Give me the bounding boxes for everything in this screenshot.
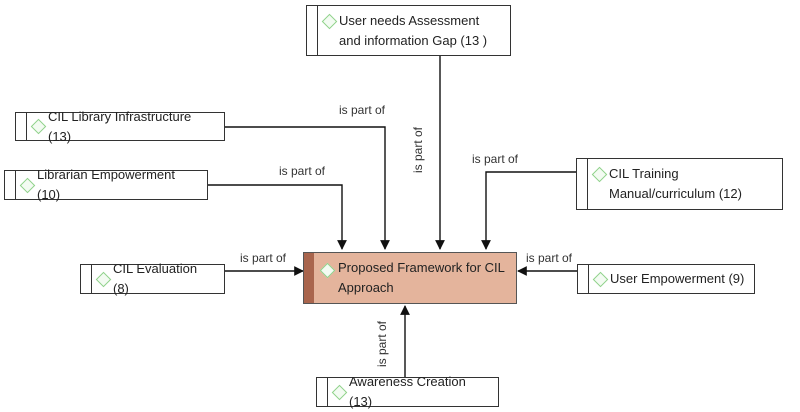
edge-label-infrastructure: is part of (339, 103, 386, 117)
edge-label-awareness: is part of (375, 320, 390, 368)
code-diamond-icon (321, 13, 338, 30)
edge-label-training: is part of (472, 152, 519, 166)
edge-training (481, 171, 576, 250)
node-cil-library-infrastructure[interactable]: CIL Library Infrastructure (13) (15, 109, 225, 144)
edge-librarian (208, 184, 347, 250)
code-diamond-icon (591, 166, 608, 183)
node-label: User Empowerment (9) (610, 271, 745, 286)
node-label: CIL Library Infrastructure (13) (48, 108, 192, 144)
node-cil-evaluation[interactable]: CIL Evaluation (8) (80, 261, 225, 296)
node-label: Librarian Empowerment (10) (37, 167, 176, 202)
code-diamond-icon (95, 271, 112, 288)
node-label: CIL Evaluation (8) (113, 261, 198, 296)
edge-label-assessment: is part of (411, 126, 426, 174)
edge-label-evaluation: is part of (240, 251, 287, 265)
code-diamond-icon (331, 384, 348, 401)
node-user-empowerment[interactable]: User Empowerment (9) (577, 264, 755, 294)
node-cil-training-manual[interactable]: CIL Training Manual/curriculum (12) (576, 158, 783, 210)
node-awareness-creation[interactable]: Awareness Creation (13) (316, 374, 499, 409)
code-diamond-icon (19, 177, 36, 194)
node-label: Awareness Creation (13) (349, 374, 466, 409)
node-label: User needs Assessment and information Ga… (339, 12, 488, 48)
code-diamond-icon (30, 118, 47, 135)
edge-label-user: is part of (526, 251, 573, 265)
code-diamond-icon (592, 271, 609, 288)
edge-infrastructure (225, 126, 390, 250)
node-label: CIL Training Manual/curriculum (12) (609, 166, 742, 201)
node-label: Proposed Framework for CIL Approach (338, 260, 505, 295)
node-user-needs-assessment[interactable]: User needs Assessment and information Ga… (306, 5, 511, 56)
code-diamond-icon (319, 262, 336, 279)
edge-label-librarian: is part of (279, 164, 326, 178)
node-proposed-framework[interactable]: Proposed Framework for CIL Approach (303, 252, 517, 304)
node-librarian-empowerment[interactable]: Librarian Empowerment (10) (4, 167, 208, 202)
